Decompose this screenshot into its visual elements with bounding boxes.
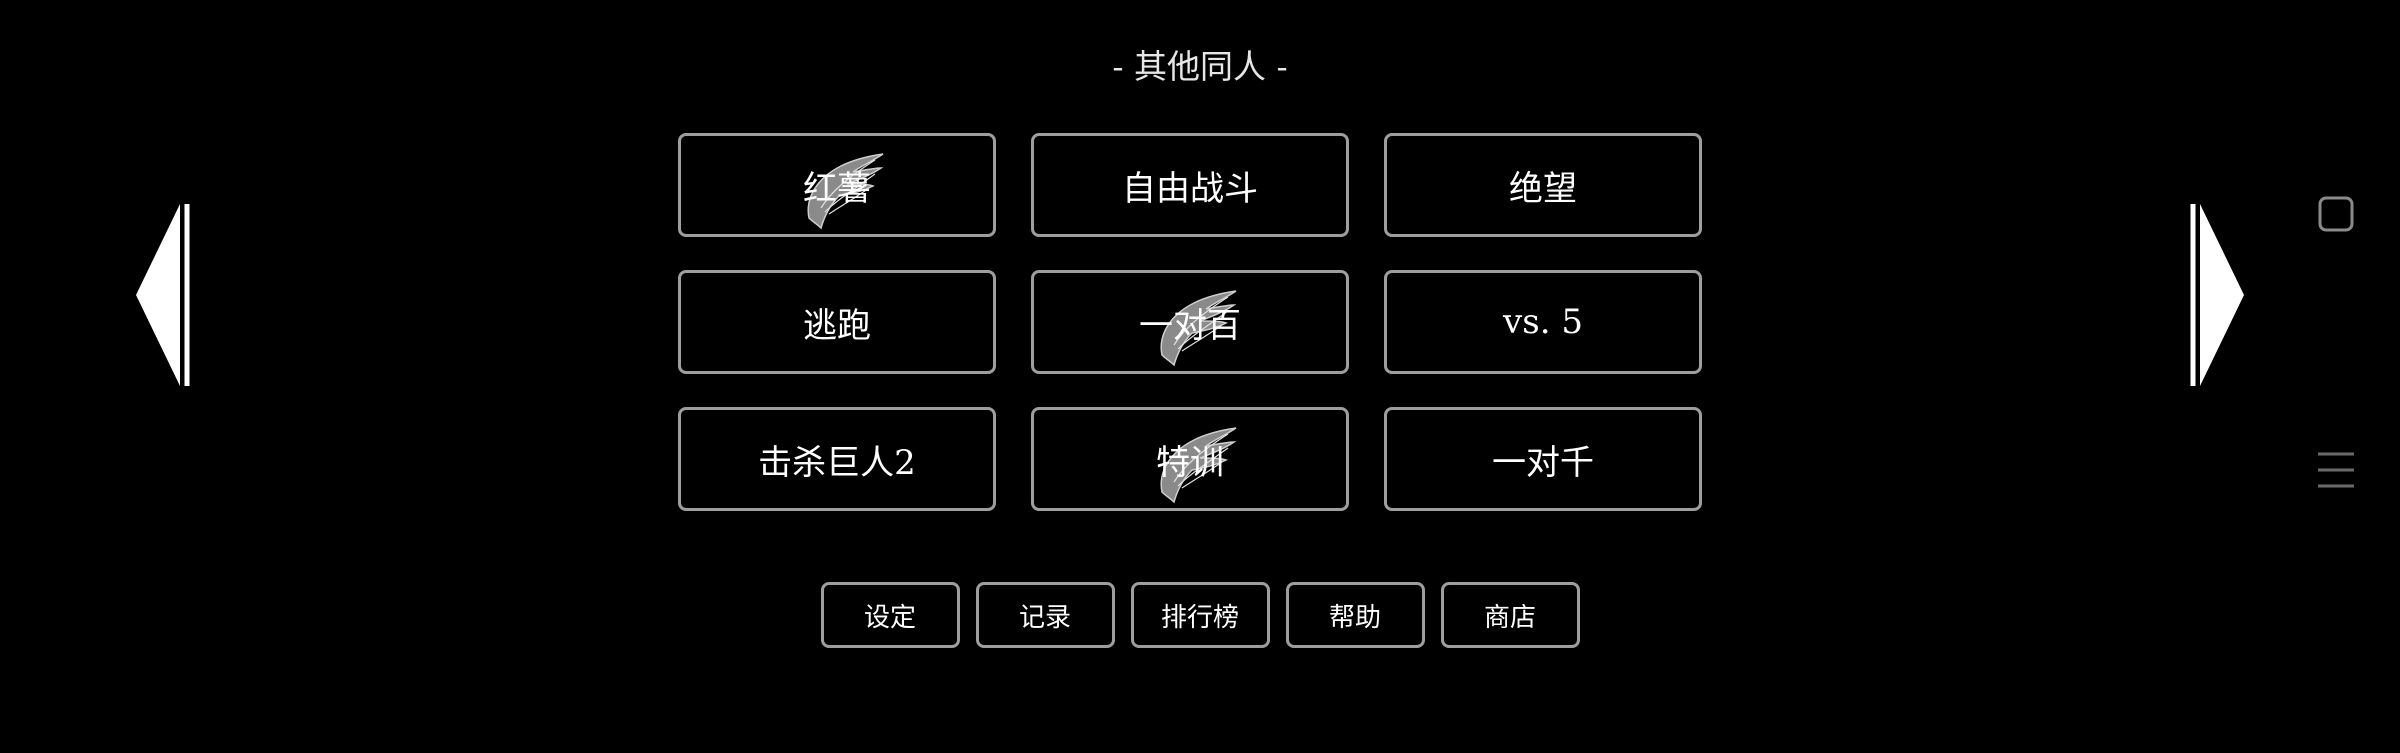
- leaderboard-button[interactable]: 排行榜: [1130, 582, 1270, 648]
- mode-label: vs. 5: [1503, 302, 1583, 342]
- mode-button-escape[interactable]: 逃跑: [678, 270, 996, 374]
- mode-button-one-vs-thousand[interactable]: 一对千: [1384, 407, 1702, 511]
- help-button[interactable]: 帮助: [1285, 582, 1425, 648]
- mode-button-free-battle[interactable]: 自由战斗: [1031, 133, 1349, 237]
- mode-button-hongshu[interactable]: 红薯: [678, 133, 996, 237]
- mode-label: 一对百: [1139, 305, 1241, 346]
- next-page-arrow-icon[interactable]: [2186, 200, 2250, 390]
- mode-button-one-vs-hundred[interactable]: 一对百: [1031, 270, 1349, 374]
- previous-page-arrow-icon[interactable]: [130, 200, 194, 390]
- mode-label: 一对千: [1492, 442, 1594, 483]
- settings-button[interactable]: 设定: [820, 582, 960, 648]
- mode-label: 绝望: [1509, 168, 1577, 209]
- bottom-menu: 设定 记录 排行榜 帮助 商店: [0, 582, 2400, 648]
- mode-label: 击杀巨人2: [758, 442, 916, 483]
- mode-label: 红薯: [803, 168, 871, 209]
- mode-button-despair[interactable]: 绝望: [1384, 133, 1702, 237]
- records-button[interactable]: 记录: [975, 582, 1115, 648]
- mode-button-special-training[interactable]: 特训: [1031, 407, 1349, 511]
- mode-button-vs-5[interactable]: vs. 5: [1384, 270, 1702, 374]
- wings-of-freedom-icon: [1160, 427, 1237, 504]
- shop-button[interactable]: 商店: [1440, 582, 1580, 648]
- mode-label: 逃跑: [803, 305, 871, 346]
- rounded-square-icon[interactable]: [2316, 194, 2356, 234]
- mode-button-kill-giant-2[interactable]: 击杀巨人2: [678, 407, 996, 511]
- hamburger-menu-icon[interactable]: [2316, 450, 2356, 490]
- mode-label: 特训: [1156, 442, 1224, 483]
- mode-label: 自由战斗: [1122, 168, 1258, 209]
- mode-grid: 红薯 自由战斗 绝望 逃跑 一对百 vs. 5 击杀巨人2: [678, 133, 1703, 511]
- wings-of-freedom-icon: [807, 153, 884, 230]
- wings-of-freedom-icon: [1160, 290, 1237, 367]
- page-title: - 其他同人 -: [1112, 47, 1288, 86]
